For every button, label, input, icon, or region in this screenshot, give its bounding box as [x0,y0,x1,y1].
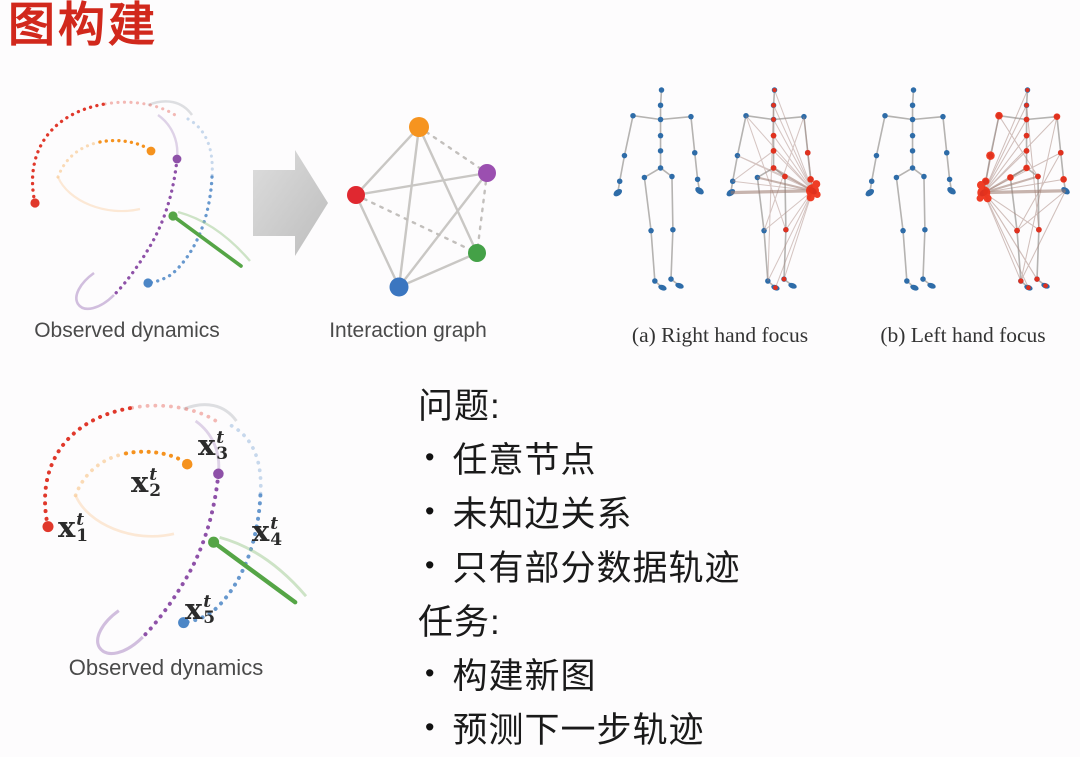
task-item: • 构建新图 [425,656,597,696]
trajectory-label-x1: x t 1 [58,510,89,546]
trajectories-plot [30,100,251,311]
trajectory-red-fade [103,100,177,117]
graph-node-green [468,244,486,262]
trajectory-red [30,102,107,205]
trajectory-purple [112,157,179,297]
skeleton-plain [863,86,958,293]
skeleton-joints [613,87,704,291]
graph-node-red [347,186,365,204]
trajectory-label-x5: x t 5 [185,592,216,628]
figure-observed-dynamics-bottom: x t 1 x t 2 x t 3 x t 4 [30,385,330,681]
arrow-shape [253,150,328,256]
trajectory-orange-endpoint [146,146,156,156]
trajectory-red-endpoint [30,198,40,208]
dense-edges-thick [983,167,1066,195]
graph-node-blue [389,277,409,297]
notes-panel: 问题: • 任意节点 • 未知边关系 • 只有部分数据轨迹 任务: • 构建新图… [418,376,740,754]
bullet-icon: • [425,657,436,688]
dense-edges-thick [730,167,813,195]
trajectory-orange-fade [56,140,102,179]
bullet-icon: • [425,495,436,526]
figure-skeleton-right-hand-focus: (a) Right hand focus [608,86,848,348]
graph-solid-edges [354,126,488,289]
bullet-icon: • [425,441,436,472]
problem-item: • 任意节点 [425,440,597,480]
skeleton-focus-graph-left-hand [976,86,1072,293]
skeleton-focus-graph-right-hand [724,86,821,293]
figure-caption: Observed dynamics [68,655,264,680]
figure-caption: Observed dynamics [34,319,220,342]
figure-skeleton-left-hand-focus: (b) Left hand focus [852,86,1080,348]
trajectory-green [171,214,243,268]
trajectory-gray-fade [147,100,194,116]
trajectory-orange-trail [56,176,141,213]
trajectory-lavender-fade [157,114,179,160]
trajectory-blue-endpoint [143,278,153,288]
figure-caption: Interaction graph [329,319,487,342]
trajectory-blue [146,175,214,285]
trajectory-label-x4: x t 4 [252,514,283,550]
problem-item: • 未知边关系 [425,494,633,534]
trajectory-orange [98,138,153,153]
skeleton-group [613,87,704,291]
focus-red-nodes [770,87,821,291]
trajectory-purple-endpoint [172,154,182,164]
figure-caption: (b) Left hand focus [880,323,1046,347]
bullet-icon: • [425,549,436,580]
skeleton-plain [613,87,704,291]
problem-item: • 只有部分数据轨迹 [425,548,741,588]
interaction-graph-plot [347,117,496,297]
focus-red-nodes [976,87,1067,291]
trajectory-green-endpoint [168,211,178,221]
trajectory-blue-fade [186,117,214,179]
figure-interaction-graph: Interaction graph [329,95,520,343]
right-arrow-icon [253,150,328,256]
trajectory-green-fade [177,210,251,262]
slide-title: 图构建 [8,0,158,51]
trajectory-group [30,100,251,311]
task-item: • 预测下一步轨迹 [425,710,705,750]
problem-heading: 问题: [418,386,501,426]
skeleton-pair [852,86,1080,305]
graph-node-orange [409,117,429,137]
bullet-icon: • [425,711,436,742]
task-heading: 任务: [418,602,501,642]
figure-caption: (a) Right hand focus [631,323,809,347]
dense-edges [732,89,814,288]
figure-observed-dynamics-top: Observed dynamics [20,85,270,343]
trajectory-label-x3: x t 3 [198,428,229,464]
skeleton-pair [608,86,848,305]
trajectory-label-x2: x t 2 [131,465,162,501]
trajectory-lavender-loop [75,271,115,311]
graph-node-purple [478,164,496,182]
